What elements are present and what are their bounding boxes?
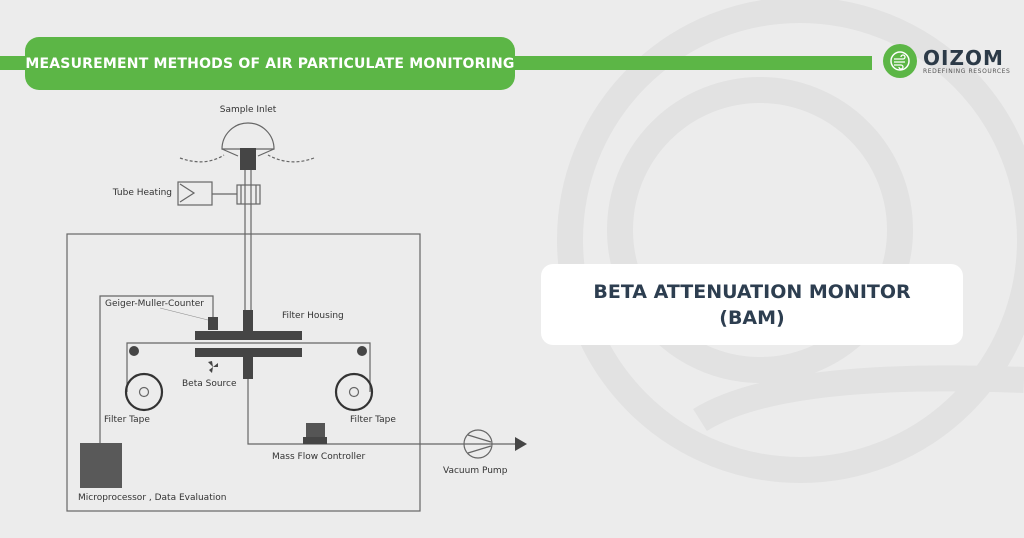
label-filter-tape-left: Filter Tape	[104, 415, 150, 425]
logo-name: OIZOM	[923, 45, 1004, 70]
label-filter-housing: Filter Housing	[282, 311, 344, 321]
airflow-arrow-left	[179, 154, 225, 163]
header-banner: MEASUREMENT METHODS OF AIR PARTICULATE M…	[25, 37, 515, 90]
label-vacuum-pump: Vacuum Pump	[443, 466, 508, 476]
label-beta-source: Beta Source	[182, 379, 237, 389]
airflow-arrow-right	[267, 154, 315, 163]
main-title-line1: BETA ATTENUATION MONITOR	[593, 280, 911, 303]
filter-tape-reel-left	[124, 372, 164, 412]
main-title-card: BETA ATTENUATION MONITOR (BAM)	[541, 264, 963, 345]
geiger-muller-counter	[208, 317, 218, 330]
label-filter-tape-right: Filter Tape	[350, 415, 396, 425]
sample-inlet-dome	[221, 122, 275, 150]
filter-housing-upper-plate	[195, 331, 302, 340]
tape-guide-roller-left	[129, 346, 139, 356]
vacuum-pump-symbol	[463, 429, 493, 459]
filter-housing-lower-plate	[195, 348, 302, 357]
label-tube-heating: Tube Heating	[112, 188, 172, 198]
instrument-enclosure	[66, 233, 421, 512]
label-microprocessor: Microprocessor , Data Evaluation	[78, 493, 226, 503]
label-sample-inlet: Sample Inlet	[220, 105, 277, 115]
main-title-line2: (BAM)	[719, 306, 785, 329]
filter-tape-reel-right	[334, 372, 374, 412]
mass-flow-controller	[306, 423, 325, 437]
header-title: MEASUREMENT METHODS OF AIR PARTICULATE M…	[25, 55, 515, 72]
oizom-logo: OIZOM REDEFINING RESOURCES	[883, 44, 1010, 78]
microprocessor-unit	[80, 443, 122, 488]
tape-guide-roller-right	[357, 346, 367, 356]
logo-tagline: REDEFINING RESOURCES	[923, 67, 1011, 75]
label-mass-flow-controller: Mass Flow Controller	[272, 452, 365, 462]
flow-outlet-arrow	[515, 437, 527, 451]
heating-coil	[236, 184, 261, 205]
beta-source-icon	[208, 361, 218, 373]
label-geiger-counter: Geiger-Muller-Counter	[105, 299, 204, 309]
logo-wind-icon	[883, 44, 917, 78]
